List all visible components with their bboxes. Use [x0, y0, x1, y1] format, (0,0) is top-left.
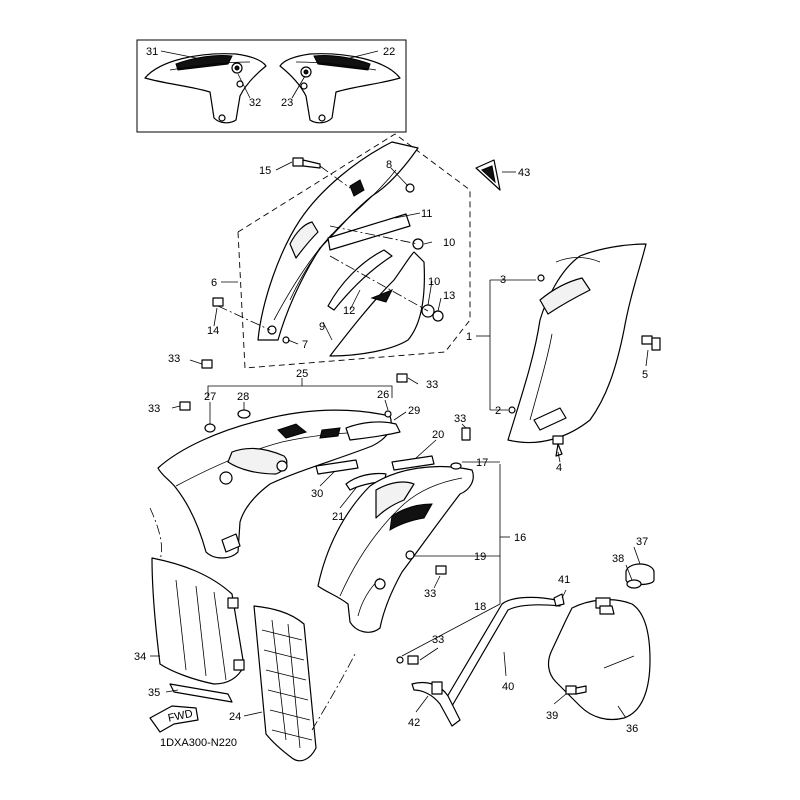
callout-27: 27: [204, 391, 216, 403]
callout-16: 16: [514, 532, 526, 544]
callout-29: 29: [408, 405, 420, 417]
callout-30: 30: [311, 488, 323, 500]
callout-8: 8: [386, 159, 392, 171]
callout-25: 25: [296, 368, 308, 380]
callout-40: 40: [502, 681, 514, 693]
strips: 30 21 20: [311, 429, 444, 523]
callout-26: 26: [377, 389, 389, 401]
airbox-cover-assembly: 15 8 11 10 10 13 12 9 7 6 14: [207, 133, 471, 369]
callout-1: 1: [466, 331, 472, 343]
callout-2: 2: [495, 405, 501, 417]
graphics-inset: 31 32 23 22: [136, 39, 407, 133]
callout-5: 5: [642, 369, 648, 381]
callout-13: 13: [443, 290, 455, 302]
callout-28: 28: [237, 391, 249, 403]
callout-17: 17: [476, 457, 488, 469]
callout-33e: 33: [432, 634, 444, 646]
callout-11: 11: [421, 208, 432, 220]
callout-33a: 33: [168, 353, 180, 365]
callout-21: 21: [332, 511, 344, 523]
fwd-label: FWD: [167, 708, 194, 725]
callout-34: 34: [134, 651, 146, 663]
callout-41: 41: [558, 574, 570, 586]
fwd-arrow: FWD: [149, 705, 199, 733]
callout-15: 15: [259, 165, 271, 177]
callout-35: 35: [148, 687, 160, 699]
callout-37: 37: [636, 536, 648, 548]
callout-38: 38: [612, 553, 624, 565]
callout-33c: 33: [426, 379, 438, 391]
cover-34: 34 35: [134, 507, 245, 703]
shroud-assembly-25: 25 33 33 33 27 28 26 29: [148, 353, 438, 559]
radiator-shroud-16: 17 16 19 18 33 33 33: [317, 413, 526, 665]
callout-19: 19: [474, 551, 486, 563]
callout-18: 18: [474, 601, 486, 613]
callout-3: 3: [500, 274, 506, 286]
callout-33b: 33: [148, 403, 160, 415]
callout-42: 42: [408, 717, 420, 729]
callout-20: 20: [432, 429, 444, 441]
callout-10b: 10: [428, 276, 440, 288]
callout-43: 43: [518, 167, 530, 179]
side-cover-1: 3 1 2 5 4: [466, 243, 661, 474]
diagram-code: 1DXA300-N220: [160, 737, 237, 749]
callout-4: 4: [556, 462, 562, 474]
callout-10a: 10: [443, 237, 455, 249]
callout-9: 9: [319, 321, 325, 333]
callout-7: 7: [302, 339, 308, 351]
callout-24: 24: [229, 711, 241, 723]
callout-31: 31: [146, 46, 158, 58]
radiator-grill-24: 24: [229, 605, 357, 762]
callout-23: 23: [281, 97, 293, 109]
callout-32: 32: [249, 97, 261, 109]
callout-33f: 33: [454, 413, 466, 425]
callout-33d: 33: [424, 588, 436, 600]
callout-12: 12: [343, 305, 355, 317]
callout-39: 39: [546, 710, 558, 722]
callout-22: 22: [383, 46, 395, 58]
callout-14: 14: [207, 325, 219, 337]
coolant-reservoir-36: 37 38 41 40 39 36 42: [408, 536, 655, 735]
callout-6: 6: [211, 277, 217, 289]
callout-36: 36: [626, 723, 638, 735]
emblem-43: 43: [475, 159, 530, 191]
